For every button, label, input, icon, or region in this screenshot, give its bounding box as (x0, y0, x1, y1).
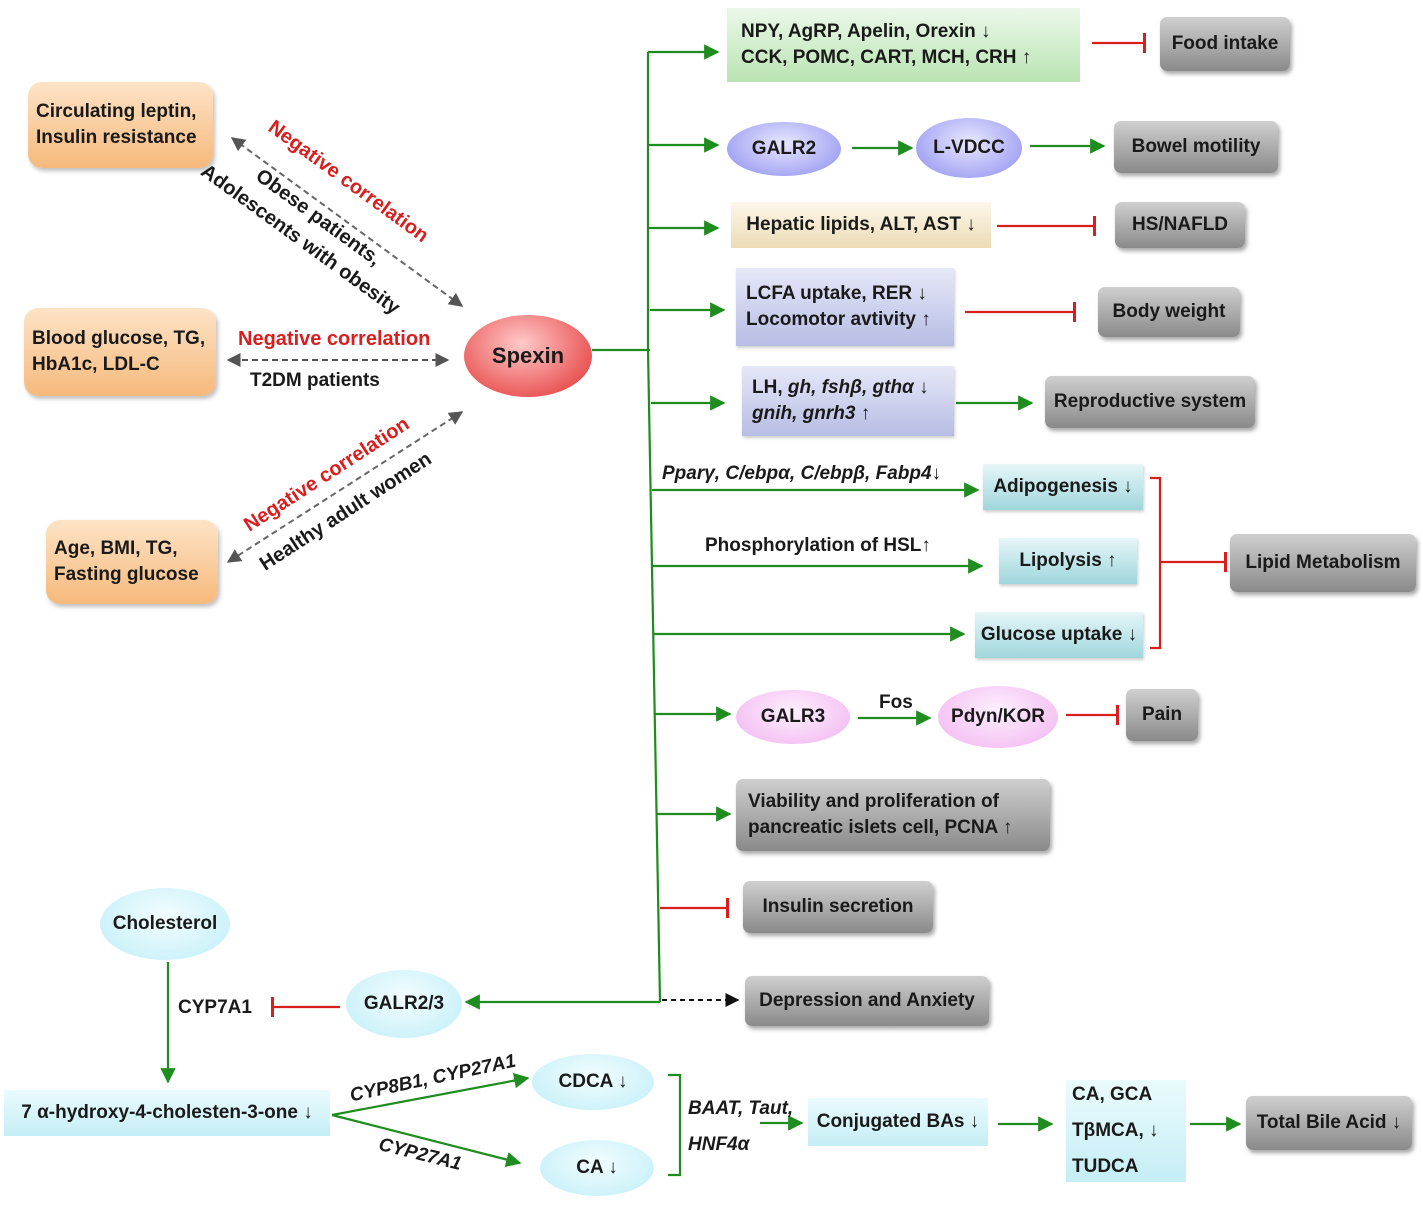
neuropeptides-box: NPY, AgRP, Apelin, Orexin ↓CCK, POMC, CA… (727, 8, 1080, 82)
hnf4a-label: HNF4α (688, 1134, 750, 1155)
islet-viability-box: Viability and proliferation of pancreati… (736, 779, 1050, 851)
age-bmi-box: Age, BMI, TG,Fasting glucose (46, 520, 218, 604)
t2dm-patients-label: T2DM patients (250, 370, 380, 391)
leptin-insulin-box: Circulating leptin,Insulin resistance (28, 82, 213, 168)
food-intake-box: Food intake (1160, 17, 1290, 71)
glucose-tg-box: Blood glucose, TG,HbA1c, LDL-C (24, 308, 216, 396)
reproductive-hormones-box: LH, gh, fshβ, gthα ↓gnih, gnrh3 ↑ (742, 366, 954, 436)
cyp7a1-label: CYP7A1 (178, 997, 252, 1018)
negative-correlation-label-2: Negative correlation (238, 328, 431, 350)
pain-box: Pain (1126, 689, 1198, 741)
baat-taut-label: BAAT, Taut, (688, 1098, 794, 1119)
body-weight-box: Body weight (1098, 287, 1240, 337)
lipid-metabolism-box: Lipid Metabolism (1230, 534, 1416, 592)
hydroxy-cholestenone-box: 7 α-hydroxy-4-cholesten-3-one ↓ (4, 1090, 330, 1136)
hs-nafld-box: HS/NAFLD (1115, 202, 1245, 248)
cdca-node: CDCA ↓ (532, 1054, 654, 1110)
total-bile-acid-box: Total Bile Acid ↓ (1246, 1096, 1412, 1150)
galr2-3-node: GALR2/3 (346, 970, 462, 1038)
adipogenesis-box: Adipogenesis ↓ (983, 464, 1143, 510)
galr3-node: GALR3 (736, 690, 850, 744)
lipolysis-box: Lipolysis ↑ (999, 538, 1137, 584)
depression-anxiety-box: Depression and Anxiety (745, 976, 989, 1026)
lvdcc-node: L-VDCC (916, 118, 1022, 178)
hsl-phosphorylation-label: Phosphorylation of HSL↑ (705, 535, 931, 556)
conjugated-bas-box: Conjugated BAs ↓ (808, 1098, 988, 1146)
glucose-uptake-box: Glucose uptake ↓ (975, 612, 1143, 658)
cholesterol-node: Cholesterol (100, 888, 230, 960)
spexin-node: Spexin (464, 315, 592, 397)
hepatic-lipids-box: Hepatic lipids, ALT, AST ↓ (731, 202, 991, 248)
reproductive-system-box: Reproductive system (1045, 376, 1255, 428)
lcfa-uptake-box: LCFA uptake, RER ↓Locomotor avtivity ↑ (736, 268, 954, 346)
pdyn-kor-node: Pdyn/KOR (938, 686, 1058, 748)
fos-label: Fos (879, 692, 913, 713)
ca-node: CA ↓ (540, 1140, 654, 1196)
galr2-node: GALR2 (727, 122, 841, 176)
insulin-secretion-box: Insulin secretion (743, 881, 933, 933)
bowel-motility-box: Bowel motility (1114, 121, 1278, 173)
ppar-genes-label: Pparγ, C/ebpα, C/ebpβ, Fabp4↓ (662, 463, 942, 484)
